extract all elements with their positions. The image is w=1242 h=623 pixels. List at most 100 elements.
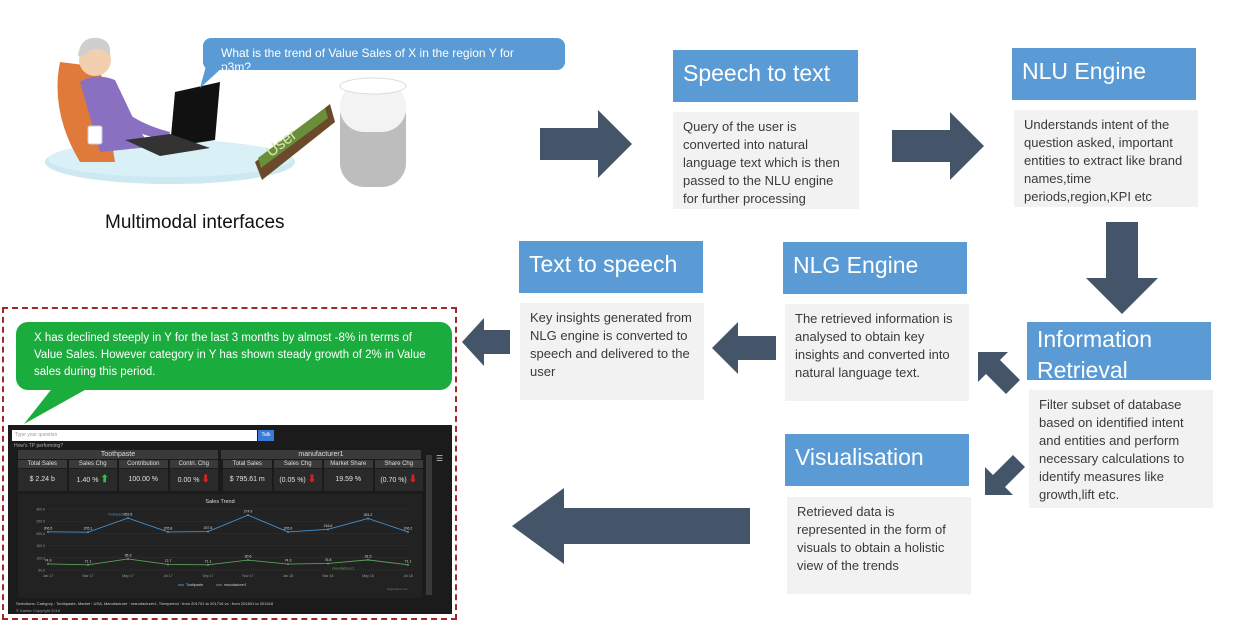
x-tick-label: May 17 [122, 574, 134, 578]
arrow-down-icon: ⬇ [307, 474, 317, 485]
x-tick-label: Jul 17 [163, 574, 172, 578]
series-line-toothpaste [47, 514, 409, 533]
chart-area [18, 494, 422, 598]
arrow-up-icon: ⬆ [100, 474, 109, 485]
y-tick-label: 250.0 [36, 520, 45, 524]
point-manufacturer1 [287, 563, 289, 566]
info-retrieval-title: Information Retrieval [1027, 322, 1211, 383]
point-toothpaste [327, 528, 329, 531]
kpi-value: 19.59 % [324, 469, 373, 491]
data-label-manufacturer1: 71.1 [405, 559, 412, 563]
series1-tag: Toothpaste [108, 513, 125, 517]
dashboard-input[interactable]: Type your question [12, 430, 257, 441]
point-manufacturer1 [407, 563, 409, 566]
point-manufacturer1 [207, 563, 209, 566]
point-manufacturer1 [87, 563, 89, 566]
point-manufacturer1 [327, 562, 329, 565]
dashboard-screenshot: Type your question Talk How's TP perform… [8, 425, 452, 614]
data-label-manufacturer1: 74.9 [45, 558, 52, 562]
arrow-right-2 [892, 112, 984, 180]
point-toothpaste [167, 530, 169, 533]
dashboard-talk-button[interactable]: Talk [258, 430, 274, 441]
output-frame [2, 307, 457, 620]
point-toothpaste [247, 514, 249, 517]
legend-item: manufacturer1 [224, 583, 247, 587]
arrow-diag-up-left [978, 352, 1020, 394]
insight-text: X has declined steeply in Y for the last… [34, 332, 426, 378]
nlg-engine-desc: The retrieved information is analysed to… [785, 304, 969, 401]
y-tick-label: 200.0 [36, 532, 45, 536]
series2-tag: manufacturer1 [332, 566, 355, 570]
data-label-toothpaste: 261.2 [364, 513, 373, 517]
data-label-manufacturer1: 90.6 [245, 555, 252, 559]
kpi-group2-header: manufacturer1 [221, 450, 421, 459]
y-tick-label: 100.0 [36, 556, 45, 560]
data-label-toothpaste: 274.9 [244, 510, 253, 514]
kpi-value: (0.70 %)⬇ [374, 469, 423, 491]
y-tick-label: 50.0 [38, 569, 45, 573]
data-label-manufacturer1: 95.3 [125, 553, 132, 557]
kpi-value: $ 2.24 b [18, 469, 67, 491]
bubble-tail [200, 66, 224, 88]
kpi-header: Sales Chg [273, 460, 322, 468]
data-label-manufacturer1: 76.8 [325, 558, 332, 562]
arrow-down-icon: ⬇ [408, 474, 418, 485]
kpi-header: Share Chg [374, 460, 423, 468]
kpi-header: Total Sales [223, 460, 272, 468]
x-tick-label: Nov 17 [242, 574, 253, 578]
text-to-speech-desc: Key insights generated from NLG engine i… [520, 303, 704, 400]
point-toothpaste [367, 517, 369, 520]
point-manufacturer1 [367, 558, 369, 561]
arrow-right-1 [540, 110, 632, 178]
arrow-left-2 [462, 318, 510, 366]
x-tick-label: Jul 18 [403, 574, 412, 578]
x-tick-label: May 18 [362, 574, 374, 578]
data-label-toothpaste: 262.8 [124, 513, 133, 517]
chart-credit: Highcharts.com [387, 587, 408, 591]
data-label-toothpaste: 206.5 [44, 526, 53, 530]
data-label-toothpaste: 216.6 [324, 524, 333, 528]
nlg-engine-title: NLG Engine [783, 242, 967, 294]
data-label-manufacturer1: 71.1 [205, 559, 212, 563]
kpi-header: Contri. Chg [169, 460, 218, 468]
speech-to-text-title: Speech to text [673, 50, 858, 102]
data-label-manufacturer1: 91.5 [365, 554, 372, 558]
chart-title: Sales Trend [205, 499, 234, 505]
data-label-toothpaste: 205.1 [84, 527, 93, 531]
kpi-group1-header: Toothpaste [18, 450, 218, 459]
point-manufacturer1 [47, 562, 49, 565]
legend-item: Toothpaste [186, 583, 203, 587]
dashboard-menu-icon[interactable]: ☰ [436, 454, 444, 463]
multimodal-label: Multimodal interfaces [105, 212, 285, 233]
kpi-value: 100.00 % [119, 469, 168, 491]
series-line-manufacturer1 [47, 558, 409, 566]
insight-bubble: X has declined steeply in Y for the last… [16, 322, 452, 390]
point-toothpaste [127, 517, 129, 520]
point-manufacturer1 [167, 563, 169, 566]
arrow-diag-down-left [985, 455, 1025, 495]
user-query-text: What is the trend of Value Sales of X in… [221, 46, 514, 74]
y-tick-label: 150.0 [36, 544, 45, 548]
point-toothpaste [87, 531, 89, 534]
x-tick-label: Sep 17 [202, 574, 213, 578]
point-manufacturer1 [247, 559, 249, 562]
sales-trend-chart: Sales Trend 300.0250.0200.0150.0100.050.… [36, 499, 413, 591]
scrollbar[interactable] [426, 455, 432, 595]
kpi-value: 0.00 %⬇ [169, 469, 218, 491]
arrow-down [1086, 222, 1158, 314]
dashboard-question: How's TP performing? [14, 443, 64, 449]
user-query-bubble: What is the trend of Value Sales of X in… [203, 38, 565, 74]
arrow-down-icon: ⬇ [201, 474, 210, 485]
x-tick-label: Jan 18 [283, 574, 294, 578]
kpi-value: 1.40 %⬆ [68, 469, 117, 491]
speech-to-text-desc: Query of the user is converted into natu… [673, 112, 859, 209]
x-tick-label: Mar 18 [323, 574, 334, 578]
data-label-manufacturer1: 71.1 [85, 559, 92, 563]
data-label-toothpaste: 206.2 [404, 526, 413, 530]
text-to-speech-title: Text to speech [519, 241, 703, 293]
kpi-header: Sales Chg [68, 460, 117, 468]
x-tick-label: Mar 17 [83, 574, 94, 578]
kpi-value: (0.05 %)⬇ [273, 469, 322, 491]
data-label-toothpaste: 207.6 [204, 526, 213, 530]
